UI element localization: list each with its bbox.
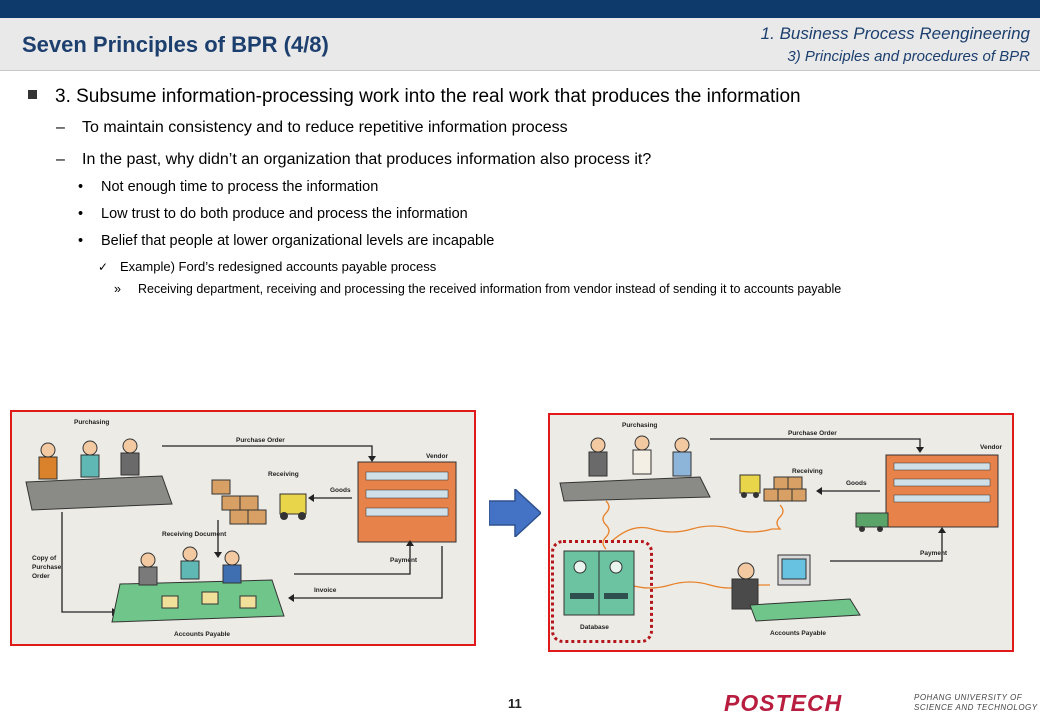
purchasing-clerk-2 bbox=[82, 440, 98, 456]
breadcrumb-subsection: 3) Principles and procedures of BPR bbox=[787, 48, 1030, 65]
slide-header: Seven Principles of BPR (4/8) 1. Busines… bbox=[0, 18, 1040, 71]
square-bullet-icon bbox=[28, 90, 37, 99]
bullet-item-text: Belief that people at lower organization… bbox=[101, 233, 495, 249]
accounts-payable-desk bbox=[749, 598, 861, 622]
ap-clerk-3 bbox=[224, 550, 240, 566]
ap-clerk-1 bbox=[140, 552, 156, 568]
logo-wordmark: POSTECH bbox=[724, 690, 843, 716]
purchasing-desk bbox=[559, 476, 711, 502]
label-invoice: Invoice bbox=[314, 587, 337, 594]
label-payment: Payment bbox=[390, 557, 418, 564]
forklift bbox=[739, 474, 761, 494]
bullet-item: • Low trust to do both produce and proces… bbox=[78, 206, 468, 222]
detail-item: » Receiving department, receiving and pro… bbox=[114, 280, 994, 299]
purchasing-desk bbox=[25, 475, 173, 511]
label-payment: Payment bbox=[920, 550, 948, 557]
principle-item: 3. Subsume information-processing work i… bbox=[28, 86, 801, 108]
dash-marker: – bbox=[56, 151, 65, 168]
bullet-item: • Belief that people at lower organizatio… bbox=[78, 233, 494, 249]
postech-logo: POSTECH POHANG UNIVERSITY OF SCIENCE AND… bbox=[724, 690, 1037, 716]
label-vendor: Vendor bbox=[426, 453, 449, 460]
raquo-marker: » bbox=[114, 282, 121, 296]
forklift bbox=[279, 493, 307, 515]
label-database: Database bbox=[580, 624, 609, 631]
bullet-item: • Not enough time to process the informat… bbox=[78, 179, 378, 195]
checkmark-icon: ✓ bbox=[98, 260, 109, 274]
page-title: Seven Principles of BPR (4/8) bbox=[22, 32, 329, 57]
purchase-order-arrow bbox=[162, 445, 373, 456]
ap-clerk bbox=[737, 562, 755, 580]
logo-subtitle-1: POHANG UNIVERSITY OF bbox=[914, 693, 1023, 702]
after-process-illustration: Purchasing Purchase Order Vendor Receivi… bbox=[559, 422, 1003, 637]
goods-box bbox=[773, 476, 789, 490]
purchasing-clerk-1 bbox=[40, 442, 56, 458]
diagram-after-redesign: Purchasing Purchase Order Vendor Receivi… bbox=[548, 413, 1014, 652]
dash-item-text: In the past, why didn’t an organization … bbox=[82, 151, 652, 168]
label-purchasing: Purchasing bbox=[74, 419, 109, 426]
check-item-text: Example) Ford’s redesigned accounts paya… bbox=[120, 259, 437, 274]
bullet-item-text: Not enough time to process the informati… bbox=[101, 179, 379, 195]
purchasing-clerk-2 bbox=[634, 435, 650, 451]
goods-box bbox=[211, 479, 231, 495]
label-copy-purchase: Purchase bbox=[32, 564, 62, 571]
breadcrumb-section: 1. Business Process Reengineering bbox=[760, 24, 1030, 43]
purchase-order-arrow bbox=[710, 438, 921, 447]
label-purchase-order: Purchase Order bbox=[788, 430, 837, 437]
bullet-item-text: Low trust to do both produce and process… bbox=[101, 206, 468, 222]
dash-item-2: –In the past, why didn’t an organization… bbox=[56, 151, 651, 169]
purchasing-clerk-1 bbox=[590, 437, 606, 453]
detail-text: Receiving department, receiving and proc… bbox=[138, 282, 842, 296]
top-bar bbox=[0, 0, 1040, 18]
bullet-marker: • bbox=[78, 233, 84, 249]
label-copy-of: Copy of bbox=[32, 555, 57, 562]
diagram-before-redesign: Purchasing Purchase Order Vendor Receivi… bbox=[10, 410, 476, 646]
check-item: ✓ Example) Ford’s redesigned accounts pay… bbox=[98, 259, 436, 274]
label-receiving: Receiving bbox=[792, 468, 823, 475]
database-highlight bbox=[551, 540, 653, 643]
dash-item-text: To maintain consistency and to reduce re… bbox=[82, 119, 568, 136]
label-purchasing: Purchasing bbox=[622, 422, 657, 429]
invoice-arrow bbox=[294, 546, 443, 599]
label-vendor: Vendor bbox=[980, 444, 1003, 451]
transition-arrow-icon bbox=[489, 489, 541, 537]
purchasing-clerk-3 bbox=[674, 437, 690, 453]
dash-item-1: –To maintain consistency and to reduce r… bbox=[56, 119, 568, 137]
dash-marker: – bbox=[56, 119, 65, 136]
payment-arrow bbox=[830, 533, 943, 562]
copy-po-arrow bbox=[61, 512, 112, 613]
label-accounts-payable: Accounts Payable bbox=[174, 631, 230, 638]
before-process-illustration: Purchasing Purchase Order Vendor Receivi… bbox=[25, 419, 457, 638]
bullet-marker: • bbox=[78, 206, 84, 222]
bullet-marker: • bbox=[78, 179, 84, 195]
label-copy-order: Order bbox=[32, 573, 50, 580]
label-receiving: Receiving bbox=[268, 471, 299, 478]
document-stack bbox=[161, 595, 179, 609]
data-link-receiving bbox=[611, 504, 784, 542]
principle-text: 3. Subsume information-processing work i… bbox=[55, 86, 801, 107]
label-goods: Goods bbox=[330, 487, 351, 494]
label-purchase-order: Purchase Order bbox=[236, 437, 285, 444]
label-receiving-document: Receiving Document bbox=[162, 531, 227, 538]
accounts-payable-desk bbox=[111, 579, 285, 623]
purchasing-clerk-3 bbox=[122, 438, 138, 454]
logo-subtitle-2: SCIENCE AND TECHNOLOGY bbox=[914, 703, 1038, 712]
payment-arrow bbox=[294, 546, 411, 575]
label-accounts-payable: Accounts Payable bbox=[770, 630, 826, 637]
ap-clerk-2 bbox=[182, 546, 198, 562]
label-goods: Goods bbox=[846, 480, 867, 487]
page-number: 11 bbox=[508, 696, 522, 711]
delivery-truck bbox=[855, 512, 889, 528]
